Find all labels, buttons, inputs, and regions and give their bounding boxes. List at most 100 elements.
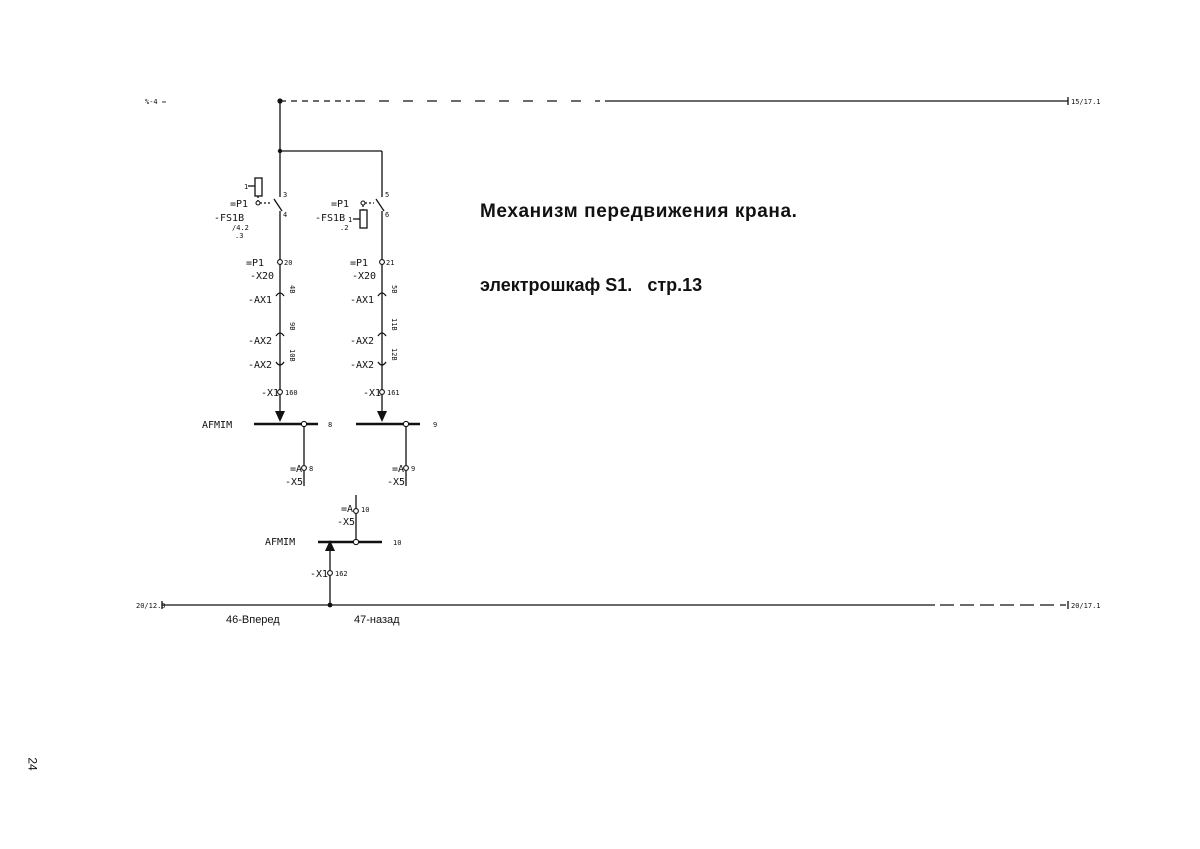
bottom-rail-junction — [327, 602, 333, 608]
signal-arrow-down — [275, 411, 285, 422]
terminal-label: -X1 — [261, 388, 279, 399]
terminal-x5-label: -X5 — [387, 477, 405, 488]
bus-tap — [352, 538, 360, 546]
button-contact-point — [255, 200, 261, 206]
page-number: 24 — [25, 757, 40, 771]
wire-number: 5B — [390, 285, 398, 293]
terminal-number: 162 — [335, 570, 348, 578]
plug-arc — [377, 332, 387, 337]
connector-ax2b-right: -AX2 12B — [350, 348, 398, 390]
bus-number: 9 — [433, 421, 437, 429]
terminal-x1-right: -X1 161 — [363, 388, 400, 422]
signal-arrow-up — [325, 540, 335, 551]
device-ref: .2 — [340, 224, 348, 232]
plug-arc — [275, 332, 285, 337]
terminal-x5-label: -X5 — [337, 517, 355, 528]
button-contact-point — [360, 200, 366, 206]
connector-ax2b-left: -AX2 10B — [248, 349, 296, 390]
terminal-number: 161 — [387, 389, 400, 397]
diagram-subtitle: электрошкаф S1. стр.13 — [480, 275, 702, 296]
terminal-pin — [327, 570, 333, 576]
connector-label: -AX1 — [350, 295, 374, 306]
bus-number: 8 — [328, 421, 332, 429]
switch-blade — [375, 198, 385, 212]
diagram-title: Механизм передвижения крана. — [480, 201, 798, 222]
wire-number: 9B — [288, 322, 296, 330]
wire-number: 12B — [390, 348, 398, 361]
connector-label: -AX2 — [248, 360, 272, 371]
terminal-x20-label: -X20 — [250, 271, 274, 282]
pushbutton-fs1b-right: 5 6 1 =P1 -FS1B .2 — [315, 191, 389, 260]
terminal-pin — [277, 259, 283, 265]
switch-bottom-number: 6 — [385, 211, 389, 219]
connector-label: -AX2 — [350, 336, 374, 347]
terminal-p-label: =P1 — [350, 258, 368, 269]
terminal-pin — [353, 508, 359, 514]
terminal-number: 10 — [361, 506, 369, 514]
plug-arc — [377, 292, 387, 297]
terminal-x1-left: -X1 160 — [261, 388, 298, 422]
terminal-pin — [301, 465, 307, 471]
cabinet-label: электрошкаф S1. — [480, 275, 633, 295]
terminal-x20-left: =P1 20 -X20 — [246, 258, 292, 296]
switch-top-number: 5 — [385, 191, 389, 199]
bus-afmim-9: 9 =A 9 -X5 — [356, 420, 437, 488]
terminal-label: =A — [392, 464, 404, 475]
connector-label: -AX1 — [248, 295, 272, 306]
signal-arrow-down — [377, 411, 387, 422]
connector-ax1-left: -AX1 4B — [248, 285, 296, 336]
device-p-label: =P1 — [230, 199, 248, 210]
terminal-number: 21 — [386, 259, 394, 267]
terminal-label: =A — [341, 504, 353, 515]
bus-tap — [402, 420, 410, 428]
device-fs-label: -FS1B — [214, 213, 244, 224]
branch-left: 3 4 1 =P1 -FS1B /4.2 .3 =P1 20 -X20 -AX1… — [202, 177, 332, 488]
terminal-pin — [379, 259, 385, 265]
bus-number: 10 — [393, 539, 401, 547]
terminal-p-label: =P1 — [246, 258, 264, 269]
terminal-x5-label: -X5 — [285, 477, 303, 488]
switch-side-number: 1 — [244, 183, 248, 191]
bottom-label-back: 47-назад — [354, 614, 400, 626]
terminal-x20-right: =P1 21 -X20 — [350, 258, 394, 296]
bottom-rail-right-ref: 20/17.1 — [1071, 602, 1101, 610]
device-ref-1: /4.2 — [232, 224, 249, 232]
branch-right: 5 6 1 =P1 -FS1B .2 =P1 21 -X20 -AX1 5B -… — [315, 191, 437, 488]
bottom-label-forward: 46-Вперед — [226, 614, 280, 626]
terminal-label: -X1 — [363, 388, 381, 399]
connector-label: -AX2 — [248, 336, 272, 347]
bottom-rail-left-ref: 20/12.0 — [136, 602, 166, 610]
branch-bottom: =A 10 -X5 AFMIM 10 -X1 162 — [265, 495, 401, 605]
switch-blade — [273, 198, 283, 212]
plug-arc — [275, 292, 285, 297]
switch-side-number: 1 — [348, 216, 352, 224]
bus-label: AFMIM — [265, 537, 295, 548]
feed-wires — [277, 101, 383, 191]
terminal-number: 20 — [284, 259, 292, 267]
top-rail-right-ref: 15/17.1 — [1071, 98, 1101, 106]
connector-label: -AX2 — [350, 360, 374, 371]
terminal-pin — [403, 465, 409, 471]
wire-number: 10B — [288, 349, 296, 362]
wire-number: 4B — [288, 285, 296, 293]
wire-number: 11B — [390, 318, 398, 331]
page-reference: стр.13 — [647, 275, 703, 295]
device-ref-2: .3 — [235, 232, 243, 240]
switch-top-number: 3 — [283, 191, 287, 199]
connector-ax2a-left: -AX2 9B — [248, 322, 296, 362]
terminal-label: -X1 — [310, 569, 328, 580]
connector-ax1-right: -AX1 5B — [350, 285, 398, 336]
button-actuator — [359, 209, 368, 229]
feed-junction — [277, 148, 283, 154]
pushbutton-fs1b-left: 3 4 1 =P1 -FS1B /4.2 .3 — [214, 177, 287, 260]
terminal-x20-label: -X20 — [352, 271, 376, 282]
top-rail: %-4 ⇔ 15/17.1 — [145, 97, 1101, 106]
bus-tap — [300, 420, 308, 428]
bus-afmim-8: AFMIM 8 =A 8 -X5 — [202, 420, 332, 488]
device-p-label: =P1 — [331, 199, 349, 210]
terminal-number: 160 — [285, 389, 298, 397]
terminal-number: 8 — [309, 465, 313, 473]
bottom-rail: 20/12.0 20/17.1 46-Вперед 47-назад — [136, 601, 1101, 626]
connector-ax2a-right: -AX2 11B — [350, 318, 398, 362]
